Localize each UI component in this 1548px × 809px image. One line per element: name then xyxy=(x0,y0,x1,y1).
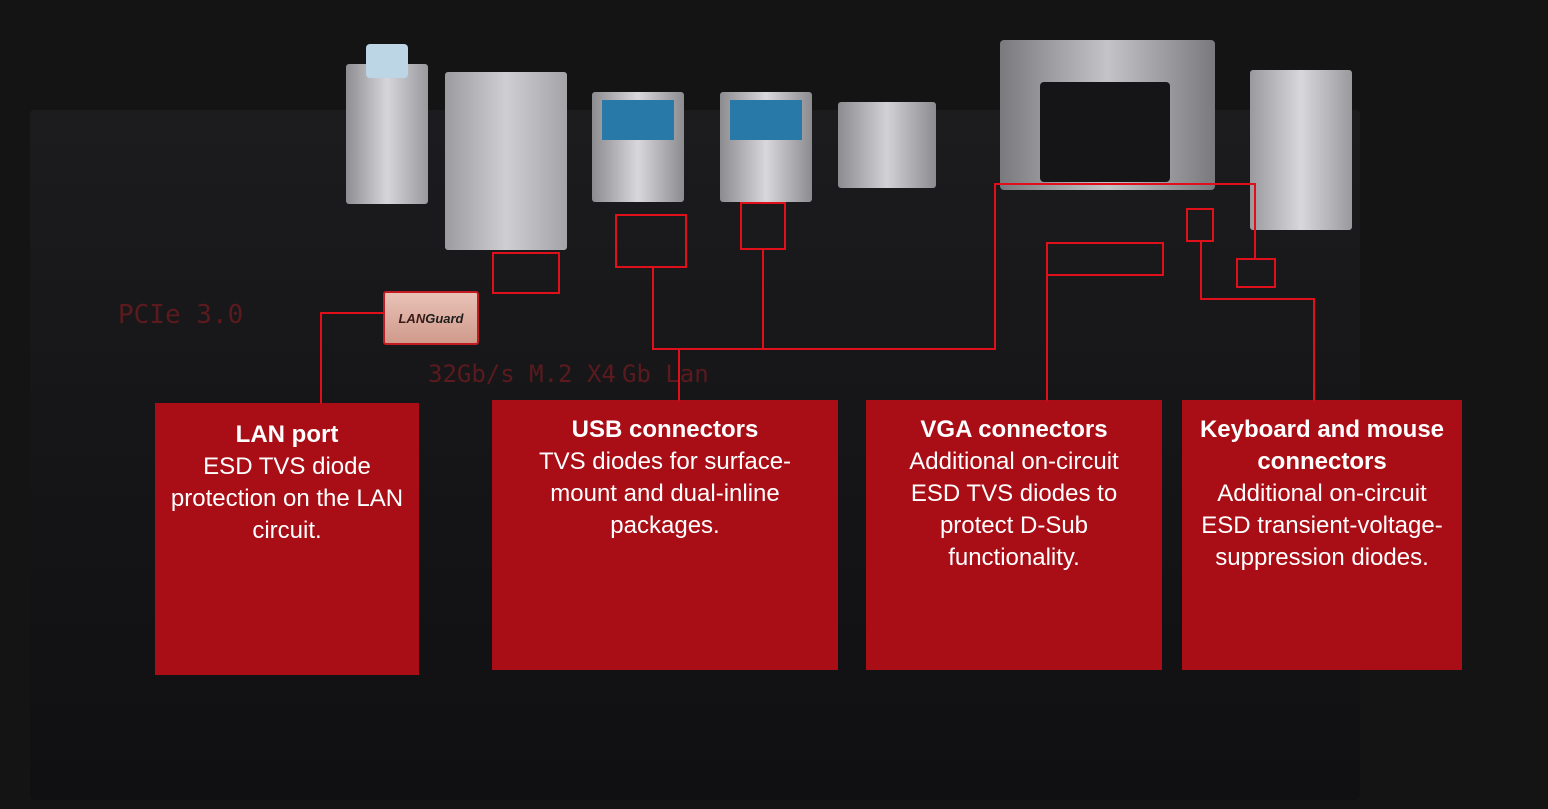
ps2-port xyxy=(1250,70,1352,230)
vga-connectors-card: VGA connectors Additional on-circuit ESD… xyxy=(866,400,1162,670)
silkscreen-m2: 32Gb/s M.2 X4 xyxy=(428,360,616,388)
connector-line xyxy=(652,348,996,350)
ps2-diode-highlight-2 xyxy=(1236,258,1276,288)
keyboard-mouse-card: Keyboard and mouse connectors Additional… xyxy=(1182,400,1462,670)
vga-connectors-card-title: VGA connectors xyxy=(920,416,1108,443)
audio-jack xyxy=(346,44,428,204)
vga-connectors-card-description: Additional on-circuit ESD TVS diodes to … xyxy=(909,448,1119,571)
lan-port xyxy=(445,72,567,250)
usb-diode-highlight-1 xyxy=(615,214,687,268)
connector-line xyxy=(1313,298,1315,402)
ps2-diode-highlight-1 xyxy=(1186,208,1214,242)
connector-line xyxy=(1200,240,1202,300)
connector-line xyxy=(762,248,764,348)
usb-connectors-card-description: TVS diodes for surface-mount and dual-in… xyxy=(538,448,792,539)
languard-chip-suffix: Guard xyxy=(425,310,464,326)
usb-port-1-tongue xyxy=(602,100,674,140)
lan-diode-highlight xyxy=(492,252,560,294)
hdmi-port xyxy=(838,102,936,188)
lan-port-card: LAN port ESD TVS diode protection on the… xyxy=(155,403,419,675)
connector-line xyxy=(320,312,322,404)
usb-connectors-card-title: USB connectors xyxy=(571,416,759,443)
connector-line xyxy=(320,312,384,314)
connector-line xyxy=(994,183,996,350)
connector-line xyxy=(678,348,680,402)
vga-port-shell xyxy=(1040,82,1170,182)
languard-chip-prefix: LAN xyxy=(398,310,426,326)
audio-jack-insert xyxy=(366,44,408,78)
silkscreen-pcie: PCIe 3.0 xyxy=(118,300,244,330)
usb-connectors-card: USB connectors TVS diodes for surface-mo… xyxy=(492,400,838,670)
keyboard-mouse-card-description: Additional on-circuit ESD transient-volt… xyxy=(1201,480,1443,571)
silkscreen-gblan: Gb Lan xyxy=(622,360,709,388)
usb-diode-highlight-2 xyxy=(740,202,786,250)
keyboard-mouse-card-title: Keyboard and mouse connectors xyxy=(1199,416,1445,475)
connector-line xyxy=(652,266,654,350)
connector-line xyxy=(1254,183,1256,260)
lan-port-card-description: ESD TVS diode protection on the LAN circ… xyxy=(170,453,404,544)
vga-diode-highlight xyxy=(1046,242,1164,276)
usb-port-1 xyxy=(592,92,684,202)
vga-port xyxy=(1000,40,1215,190)
connector-line xyxy=(994,183,1256,185)
usb-port-2-tongue xyxy=(730,100,802,140)
connector-line xyxy=(1046,274,1048,402)
usb-port-2 xyxy=(720,92,812,202)
lan-port-card-title: LAN port xyxy=(235,421,339,448)
connector-line xyxy=(1200,298,1315,300)
